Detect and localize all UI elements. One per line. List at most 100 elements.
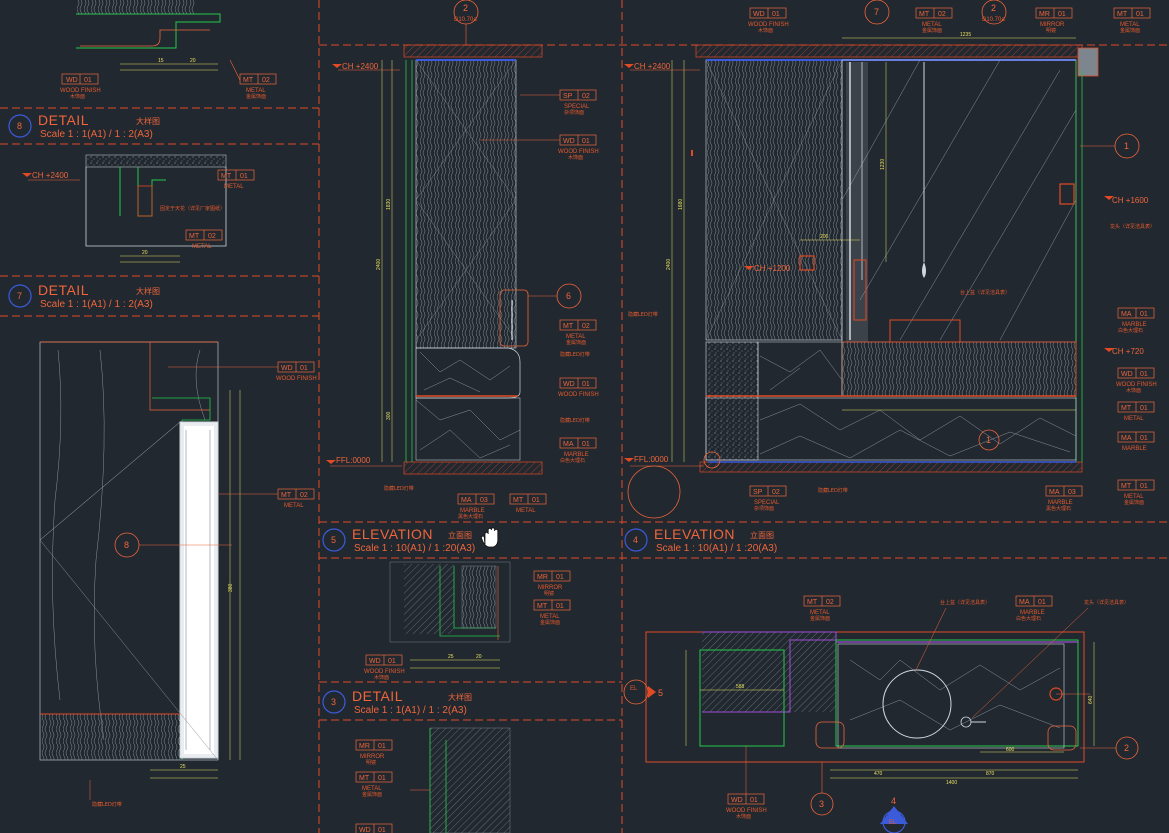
section-marker-8[interactable]: 8: [114, 532, 232, 558]
tag-name: WOOD FINISH: [60, 88, 101, 94]
tags-e4[interactable]: WD 01 WOOD FINISH 木饰面 MT 02 METAL 金属饰面 M…: [748, 7, 1157, 512]
tag-mt02-plan[interactable]: MT 02 METAL 金属饰面: [803, 595, 841, 622]
detail-8-drawing[interactable]: CH +2400 固定于天花（详见厂家图纸） 20: [22, 154, 227, 263]
tag-code: MT: [221, 173, 232, 180]
tag-mt02-e5[interactable]: MT 02 METAL 金属饰面: [559, 319, 597, 346]
tag-name: WOOD FINISH: [748, 22, 789, 28]
detail-3-drawing[interactable]: [410, 727, 511, 833]
title-label: DETAIL: [38, 112, 89, 128]
tag-code: MT: [243, 77, 254, 84]
title-elevation-4[interactable]: 4 ELEVATION 立面图 Scale 1 : 10(A1) / 1 :20…: [624, 526, 777, 554]
tag-num: 01: [1140, 405, 1148, 412]
tag-name: MARBLE: [1122, 322, 1147, 328]
tag-mt01-d8[interactable]: MT 01 METAL: [217, 169, 255, 190]
tag-mt02-e4[interactable]: MT 02 METAL 金属饰面: [915, 7, 953, 34]
note-fixing: 固定于天花（详见厂家图纸）: [160, 205, 225, 212]
title-label: ELEVATION: [654, 526, 735, 542]
tag-mt02-d8[interactable]: MT 02 METAL: [185, 229, 223, 250]
tag-name: MARBLE: [1020, 610, 1045, 616]
tag-num: 02: [582, 93, 590, 100]
plan-marker-3[interactable]: 3: [810, 762, 834, 816]
marker-num: 2: [1124, 743, 1129, 753]
dim-640: 640: [1088, 695, 1094, 704]
tag-code: WD: [66, 77, 78, 84]
section-marker-7[interactable]: 7: [864, 0, 890, 25]
tag-num: 02: [826, 599, 834, 606]
detail-top-fragment[interactable]: 15 20: [76, 0, 241, 81]
tag-code: WD: [563, 381, 575, 388]
tag-num: 01: [1140, 371, 1148, 378]
tag-wd01-e5[interactable]: WD 01 WOOD FINISH 木饰面: [480, 134, 599, 161]
tag-mt01-d3[interactable]: MT 01 METAL 金属饰面: [355, 771, 393, 798]
tag-num: 02: [772, 489, 780, 496]
tag-sp02-e5[interactable]: SP 02 SPECIAL 杂项饰面: [520, 89, 597, 116]
tag-code: WD: [753, 11, 765, 18]
tag-wd01-plan[interactable]: WD 01 WOOD FINISH 木饰面: [726, 746, 767, 820]
tag-num: 01: [300, 365, 308, 372]
tag-code: MA: [1019, 599, 1030, 606]
tag-wd01-mirror[interactable]: WD 01 WOOD FINISH 木饰面: [364, 654, 405, 681]
detail-7-drawing[interactable]: 380 25 隐藏LED灯带: [39, 341, 241, 808]
tag-num: 01: [84, 77, 92, 84]
title-detail-7[interactable]: 7 DETAIL 大样图 Scale 1 : 1(A1) / 1 : 2(A3): [8, 282, 160, 310]
tag-ma01-plan[interactable]: MA 01 MARBLE 白色大理石: [1015, 595, 1053, 622]
tag-wd01-d7[interactable]: WD 01 WOOD FINISH: [168, 361, 317, 382]
tag-code: MT: [189, 233, 200, 240]
tag-code: WD: [563, 138, 575, 145]
tag-code: MT: [1121, 483, 1132, 490]
tag-ma03-e5[interactable]: MA 03 MARBLE 黑色大理石: [457, 493, 495, 520]
tag-mr01-a[interactable]: MR 01 MIRROR 明镜: [533, 570, 571, 597]
marker-ref: EL: [889, 820, 897, 826]
plan-drawing[interactable]: 470 870 1400 600 640 588 台上盆（详见洁具表） 龙头（详…: [645, 599, 1129, 786]
section-marker-top-e4[interactable]: 2 D10.70a: [981, 0, 1007, 25]
tag-cn: 金属饰面: [922, 27, 942, 34]
tag-ma03-e4[interactable]: MA 03 MARBLE 黑色大理石: [1045, 485, 1083, 512]
plan-elevation-marker-el[interactable]: EL 5: [623, 679, 663, 705]
tag-ma01-e4b[interactable]: MA 01 MARBLE: [1117, 431, 1155, 452]
tag-wd01-e5b[interactable]: WD 01 WOOD FINISH: [558, 377, 599, 398]
tag-wd01-e4[interactable]: WD 01 WOOD FINISH 木饰面: [748, 7, 789, 34]
tag-mr01-e4[interactable]: MR 01 MIRROR 明镜: [1035, 7, 1073, 34]
section-marker-1[interactable]: 1: [1080, 133, 1140, 159]
detail-mirror-section[interactable]: 25 20: [389, 561, 511, 669]
tag-wd01-a[interactable]: WD 01 WOOD FINISH 木饰面: [60, 73, 101, 100]
tag-code: MR: [1039, 11, 1050, 18]
plan-marker-4[interactable]: 4 EL: [880, 796, 908, 833]
plan-marker-2[interactable]: 2: [1080, 736, 1139, 760]
title-detail-3[interactable]: 3 DETAIL 大样图 Scale 1 : 1(A1) / 1 : 2(A3): [322, 688, 472, 716]
tags-e5[interactable]: SP 02 SPECIAL 杂项饰面 WD 01 WOOD FINISH 木饰面…: [457, 89, 599, 520]
dim-20-mirror: 20: [476, 654, 482, 660]
tag-mr01-d3[interactable]: MR 01 MIRROR 明镜: [355, 739, 393, 766]
elevation-5-drawing[interactable]: 2400 1830 300 CH +2400 FFL:0000 隐藏LED灯带: [326, 44, 543, 492]
tag-num: 01: [556, 603, 564, 610]
dim-2400-e4: 2400: [666, 259, 672, 270]
level-ch1200: CH +1200: [754, 264, 791, 273]
tag-mt02-a[interactable]: MT 02 METAL 金属饰面: [239, 73, 277, 100]
tag-ma01-e4[interactable]: MA 01 MARBLE 白色大理石: [1117, 307, 1155, 334]
tag-name: MARBLE: [1122, 446, 1147, 452]
title-scale: Scale 1 : 1(A1) / 1 : 2(A3): [40, 129, 153, 140]
tag-mt01-e4-top[interactable]: MT 01 METAL 金属饰面: [1113, 7, 1151, 34]
tag-wd01-e4b[interactable]: WD 01 WOOD FINISH 木饰面: [1116, 367, 1157, 394]
section-marker-top-e5[interactable]: 2 D10.70a: [453, 0, 479, 45]
tag-mt01-e5[interactable]: MT 01 METAL: [509, 493, 547, 514]
title-detail-8[interactable]: 8 DETAIL 大样图 Scale 1 : 1(A1) / 1 : 2(A3): [8, 112, 160, 140]
tag-code: MT: [563, 323, 574, 330]
tag-mt02-d7[interactable]: MT 02 METAL: [218, 488, 315, 509]
section-marker-6[interactable]: 6: [528, 283, 582, 309]
section-marker-1b[interactable]: 1: [978, 429, 1000, 451]
tag-ma01-e5[interactable]: MA 01 MARBLE 白色大理石: [559, 437, 597, 464]
note-faucet-plan: 龙头（详见洁具表）: [1084, 599, 1129, 606]
tag-mt01-mirror[interactable]: MT 01 METAL 金属饰面: [533, 599, 571, 626]
tag-cn: 杂项饰面: [754, 505, 774, 512]
dim-300: 300: [386, 411, 392, 420]
tag-mt01-e4b[interactable]: MT 01 METAL 金属饰面: [1117, 479, 1155, 506]
level-ffl-e5: FFL:0000: [336, 456, 371, 465]
title-elevation-5[interactable]: 5 ELEVATION 立面图 Scale 1 : 10(A1) / 1 :20…: [322, 526, 475, 554]
elevation-4-drawing[interactable]: 2400 1680 1235 1230 200 CH +2400 CH +120…: [624, 32, 1155, 519]
tag-mt01-e4a[interactable]: MT 01 METAL: [1117, 401, 1155, 422]
tag-sp02-e4[interactable]: SP 02 SPECIAL 杂项饰面: [749, 485, 787, 512]
tag-wd01-d3[interactable]: WD 01: [355, 823, 393, 833]
note-basin-plan: 台上盆（详见洁具表）: [940, 599, 990, 606]
